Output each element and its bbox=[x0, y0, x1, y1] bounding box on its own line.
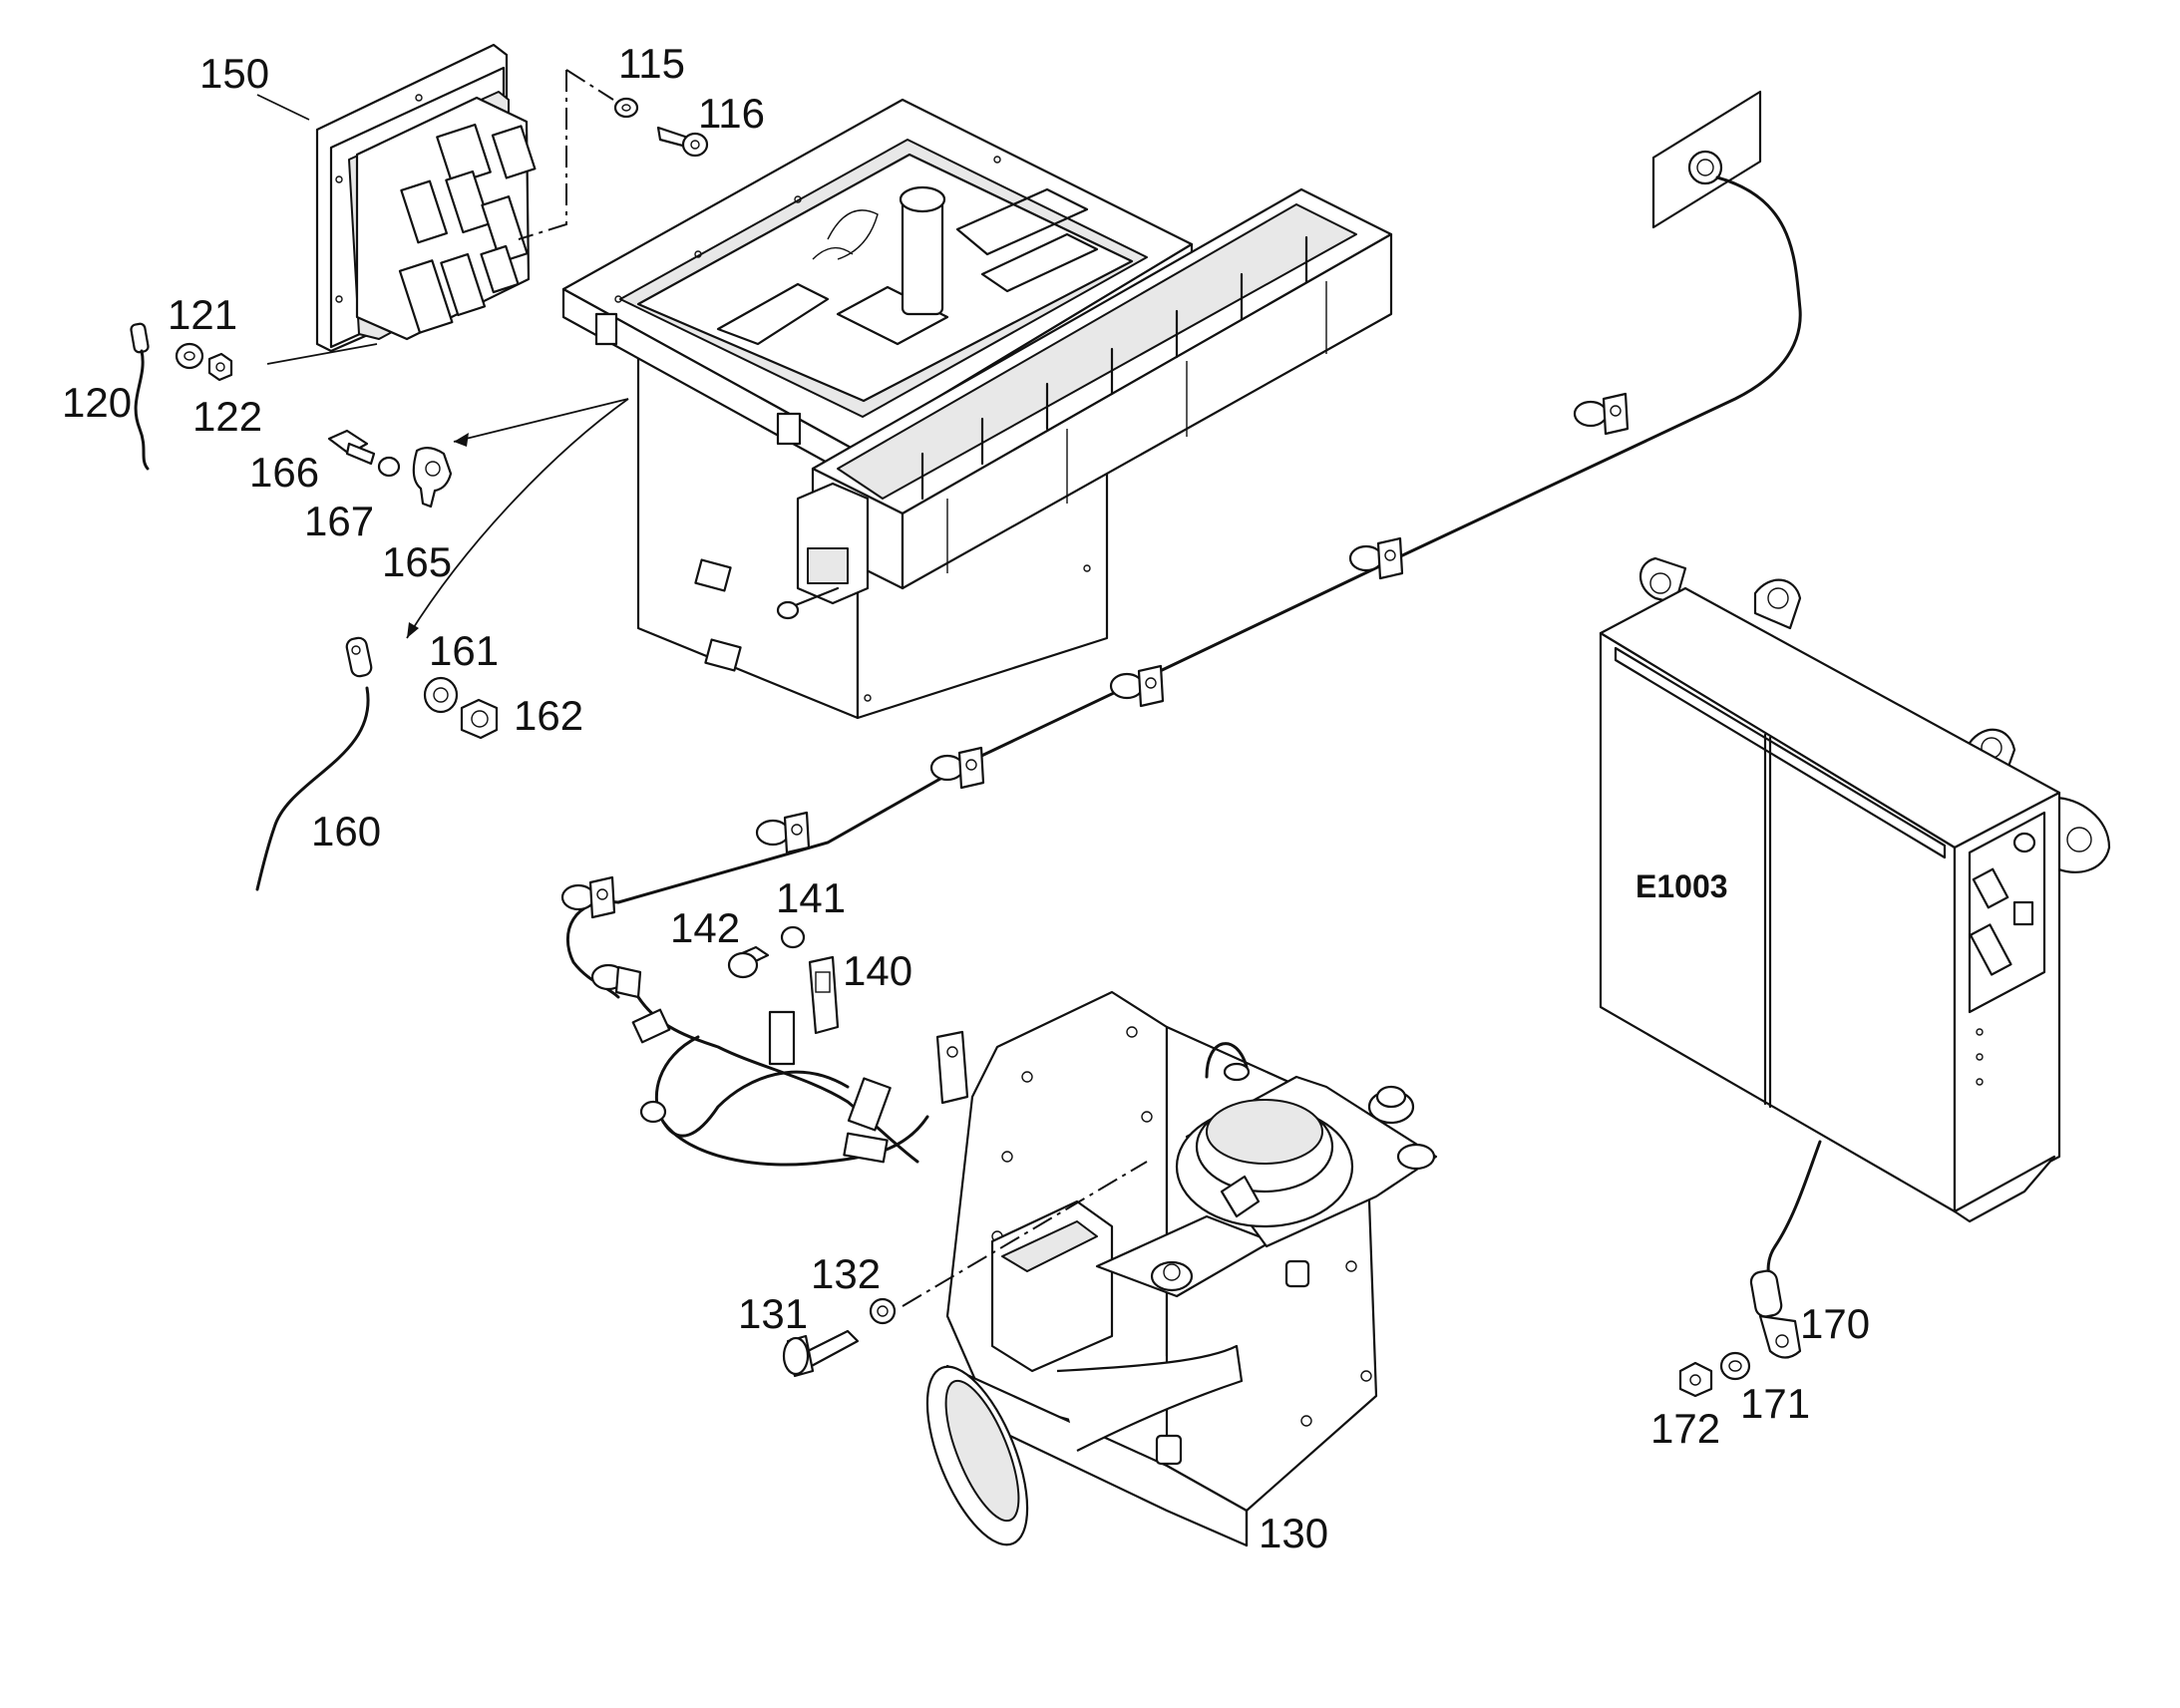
callout-116: 116 bbox=[698, 90, 765, 137]
main-frame bbox=[561, 98, 1393, 720]
clamp-2 bbox=[1348, 536, 1404, 580]
clamp-3 bbox=[1109, 664, 1165, 708]
callout-167: 167 bbox=[304, 498, 374, 544]
callout-150: 150 bbox=[199, 50, 269, 97]
ground-lug-165 bbox=[327, 398, 629, 639]
callout-131: 131 bbox=[738, 1290, 808, 1337]
callout-162: 162 bbox=[514, 692, 583, 739]
washer-bolt-115-116 bbox=[518, 69, 709, 240]
callout-171: 171 bbox=[1740, 1380, 1810, 1427]
callout-141: 141 bbox=[776, 874, 846, 921]
clamp-6 bbox=[560, 875, 616, 919]
cabinet-label: E1003 bbox=[1635, 868, 1728, 904]
callout-170: 170 bbox=[1800, 1300, 1870, 1347]
callout-160: 160 bbox=[311, 808, 381, 854]
callout-121: 121 bbox=[168, 291, 237, 338]
callout-142: 142 bbox=[670, 904, 740, 951]
cable-harness bbox=[560, 90, 1802, 1167]
clamp-4 bbox=[929, 746, 985, 790]
clamp-7 bbox=[590, 963, 642, 999]
callout-132: 132 bbox=[811, 1250, 881, 1297]
clamp-1 bbox=[1573, 392, 1630, 436]
electrical-cabinet-e1003: E1003 bbox=[1599, 556, 2111, 1398]
horn-assembly-130 bbox=[782, 990, 1438, 1547]
callout-122: 122 bbox=[192, 393, 262, 440]
callout-120: 120 bbox=[62, 379, 132, 426]
callout-166: 166 bbox=[249, 449, 319, 496]
ground-cable-160 bbox=[255, 636, 499, 891]
control-module-150 bbox=[256, 43, 537, 365]
bracket-140 bbox=[727, 925, 969, 1105]
callout-161: 161 bbox=[429, 627, 499, 674]
callout-165: 165 bbox=[382, 538, 452, 585]
ground-wire-120 bbox=[130, 322, 233, 471]
clamp-5 bbox=[755, 811, 811, 854]
callout-115: 115 bbox=[618, 40, 685, 87]
callout-172: 172 bbox=[1650, 1405, 1720, 1452]
callout-140: 140 bbox=[843, 947, 912, 994]
callout-130: 130 bbox=[1259, 1510, 1328, 1556]
callout-labels: 150 115 116 121 120 122 166 167 165 161 … bbox=[62, 40, 1870, 1556]
